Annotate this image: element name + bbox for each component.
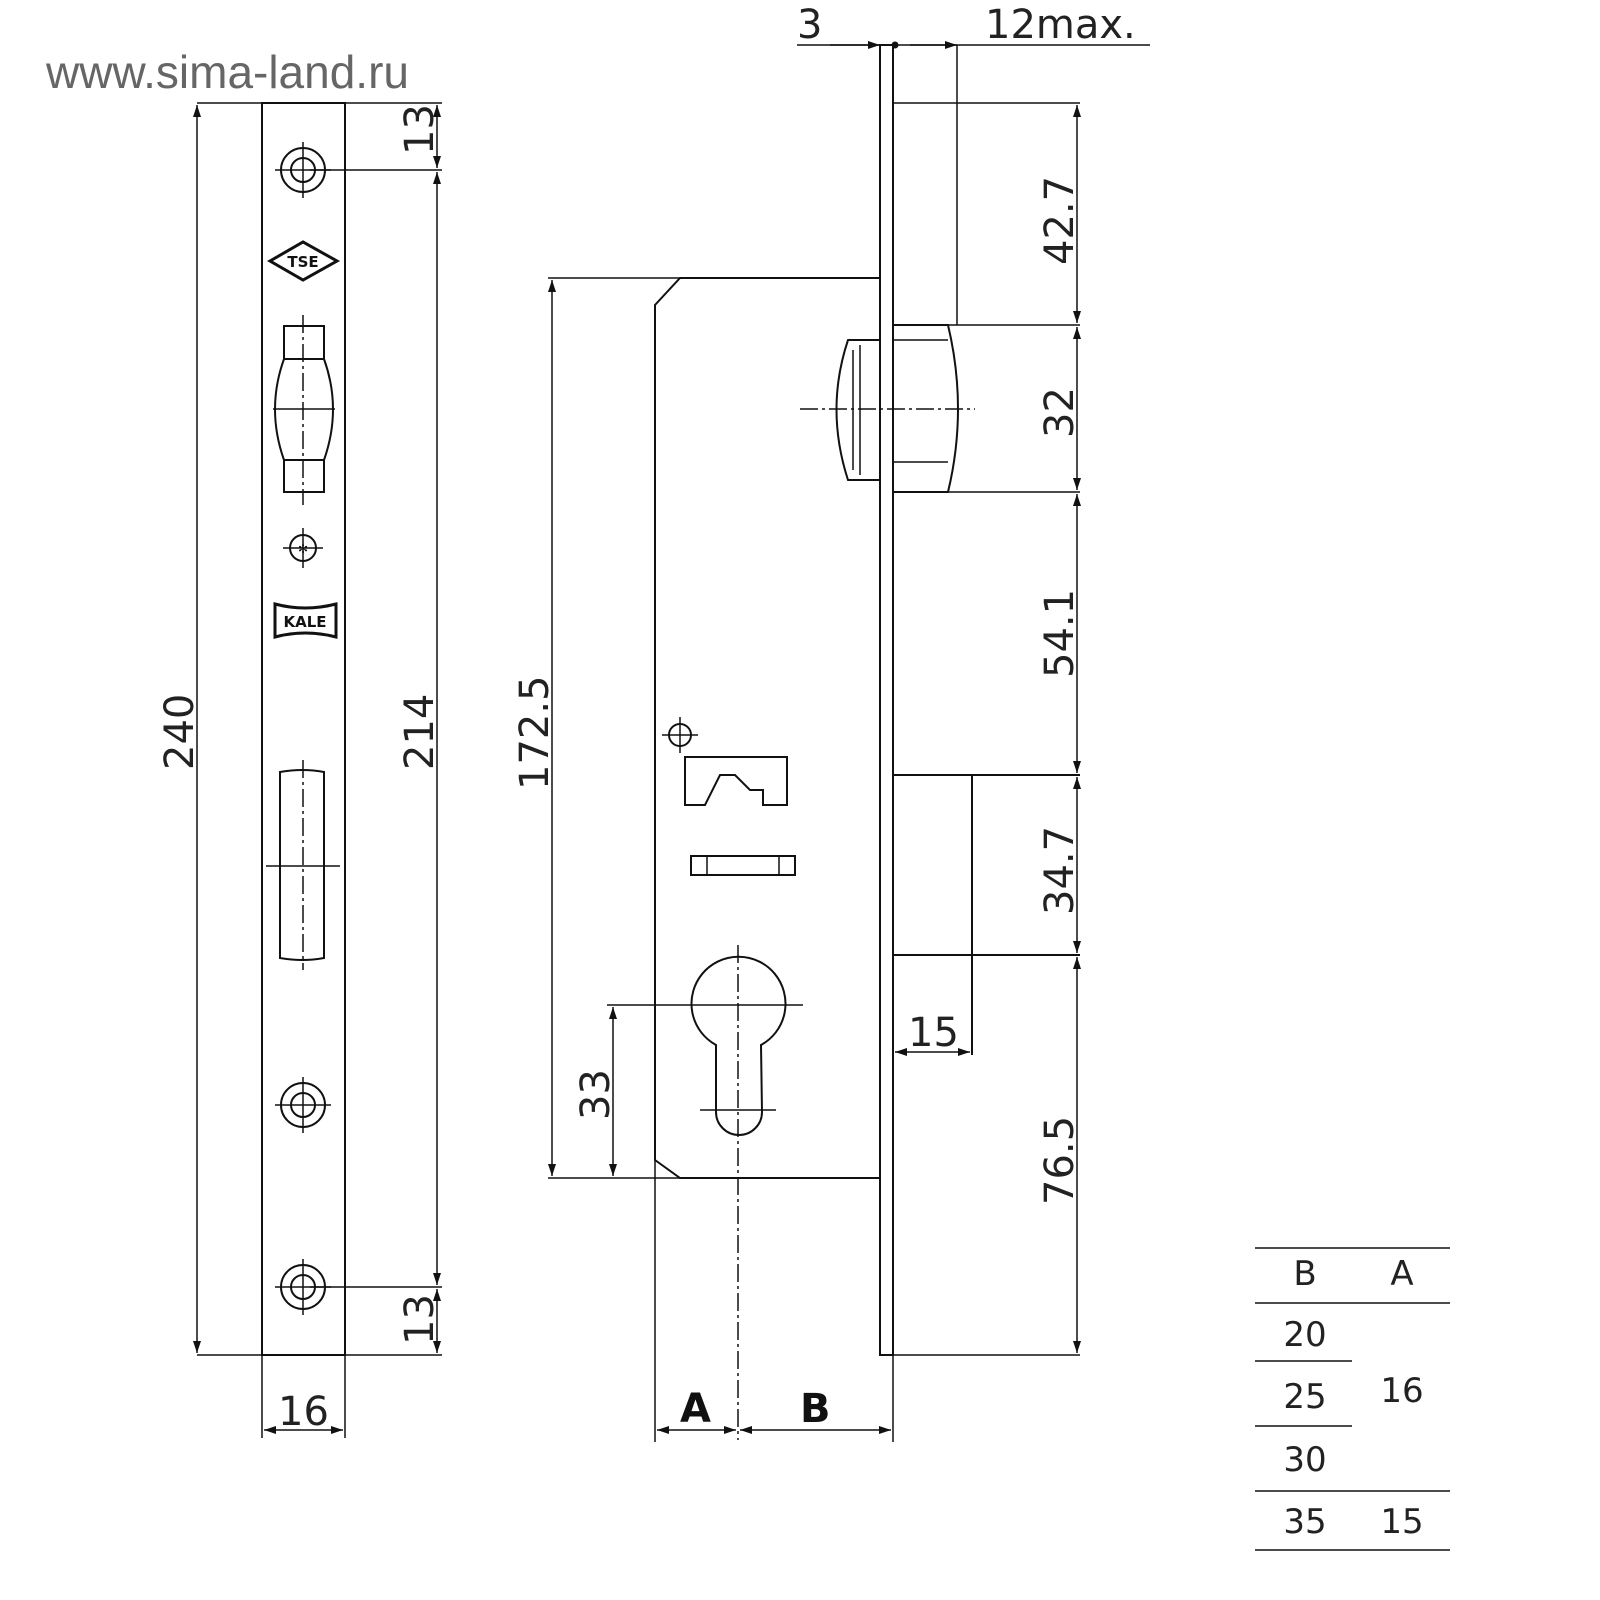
- svg-text:KALE: KALE: [283, 613, 326, 631]
- screw-hole-icon: [275, 1077, 331, 1133]
- dim-240: 240: [157, 694, 203, 770]
- follower-slot: [684, 756, 788, 806]
- table-cell-b: 20: [1283, 1315, 1326, 1355]
- tse-logo: TSE: [266, 240, 341, 282]
- plate-outline: [261, 102, 346, 1356]
- faceplate: [879, 44, 894, 1356]
- dim-34-7: 34.7: [1037, 826, 1083, 915]
- screw-icon: ✻: [283, 528, 323, 568]
- latch-opening: [273, 315, 335, 505]
- cylinder-hole: [607, 945, 803, 1440]
- lock-body-view: 3 12max. 15: [512, 2, 1150, 1442]
- svg-text:TSE: TSE: [287, 253, 318, 271]
- table-header-a: A: [1390, 1254, 1413, 1294]
- dim-b: B: [800, 1386, 831, 1432]
- lock-case: [654, 277, 880, 1179]
- bolt-opening: [266, 760, 340, 970]
- dim-a: A: [680, 1386, 711, 1432]
- table-header-b: B: [1293, 1254, 1316, 1294]
- dim-12max: 12max.: [985, 2, 1136, 48]
- dim-13-top: 13: [397, 104, 443, 155]
- table-cell-a: 16: [1380, 1371, 1423, 1411]
- table-cell-b: 25: [1283, 1377, 1326, 1417]
- dim-13-bottom: 13: [397, 1294, 443, 1345]
- dim-42-7: 42.7: [1037, 176, 1083, 265]
- kale-logo: KALE: [273, 602, 338, 639]
- table-cell-a: 15: [1380, 1502, 1423, 1542]
- dim-214: 214: [397, 694, 443, 770]
- dim-16: 16: [278, 1389, 329, 1435]
- strike-plate-view: 240 214 13 13 16 TSE: [157, 102, 443, 1438]
- svg-text:✻: ✻: [298, 542, 308, 556]
- deadbolt: [893, 774, 1080, 1055]
- latch: [800, 324, 975, 493]
- screw-hole-icon: [275, 142, 331, 198]
- table-cell-b: 30: [1283, 1440, 1326, 1480]
- screw-hole-icon: [275, 1259, 331, 1315]
- dim-15: 15: [908, 1010, 959, 1056]
- backset-table: B A 20 25 30 35 16 15: [1255, 1247, 1450, 1551]
- table-cell-b: 35: [1283, 1502, 1326, 1542]
- dim-3: 3: [797, 2, 822, 48]
- screw-hole-mark: [662, 717, 698, 753]
- dim-76-5: 76.5: [1037, 1116, 1083, 1205]
- dim-32: 32: [1037, 387, 1083, 438]
- dim-54-1: 54.1: [1037, 589, 1083, 678]
- bolt-slot: [690, 855, 796, 876]
- dim-33: 33: [573, 1069, 619, 1120]
- dim-172-5: 172.5: [512, 675, 558, 790]
- watermark: www.sima-land.ru: [45, 46, 409, 98]
